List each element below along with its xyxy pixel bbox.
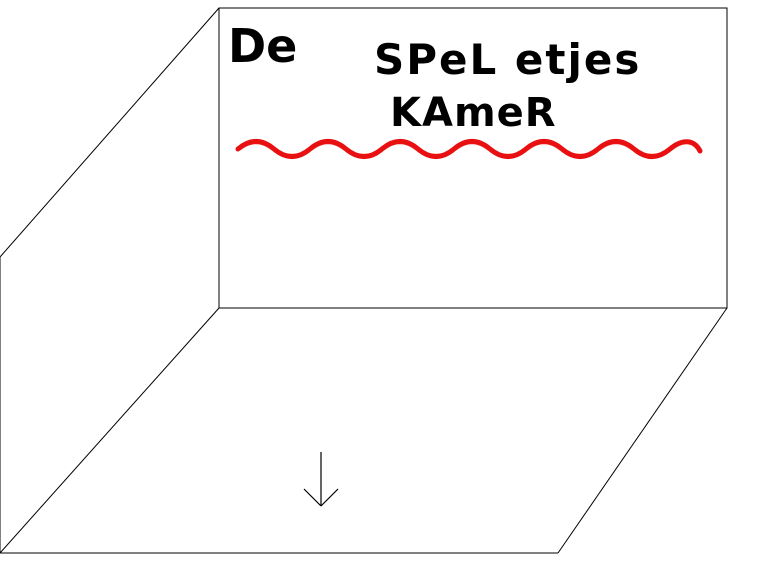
title-underline-squiggle xyxy=(235,139,703,159)
floor xyxy=(0,307,728,554)
title-word-speletjes: SPeL etjes xyxy=(374,35,641,84)
title-word-de: De xyxy=(228,19,297,73)
back-wall xyxy=(218,7,728,309)
left-wall xyxy=(0,7,220,554)
title-word-kamer: KAmeR xyxy=(390,90,557,136)
navigate-down-arrow-icon[interactable]: ↓ xyxy=(302,448,340,510)
